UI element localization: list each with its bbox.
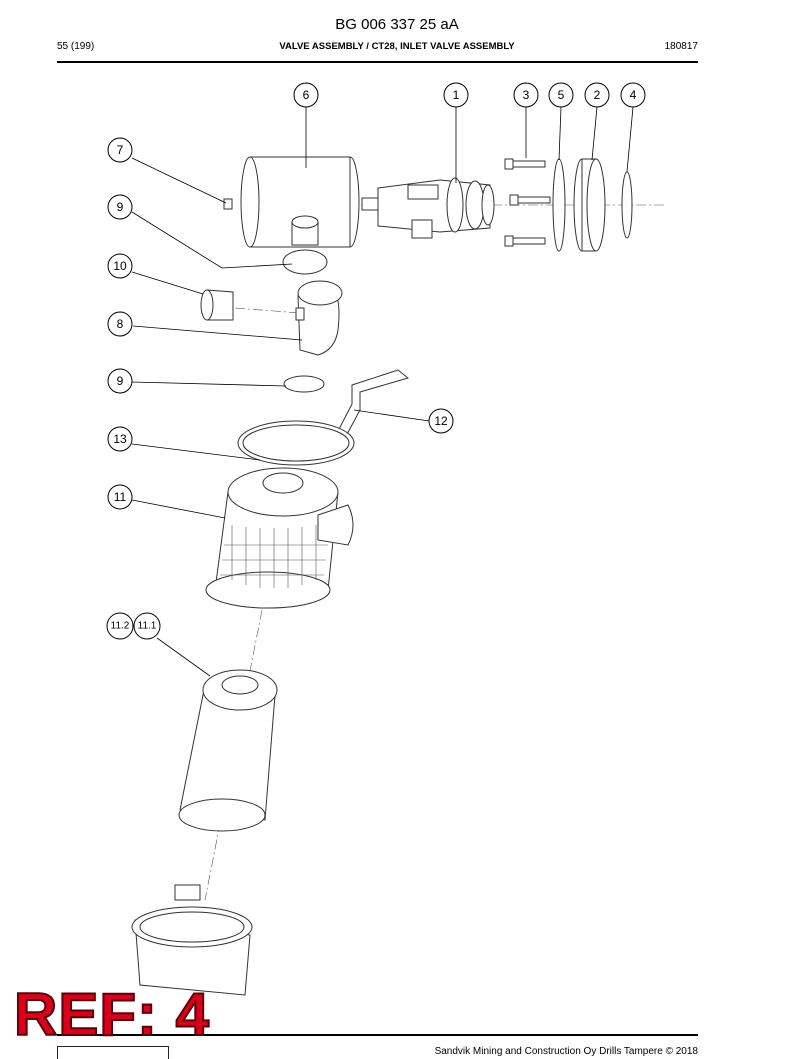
svg-text:12: 12 [434,414,448,428]
document-number: BG 006 337 25 aA [335,16,459,33]
callout-13: 13 [107,426,133,452]
leader-lines [131,106,634,677]
section-title: VALVE ASSEMBLY / CT28, INLET VALVE ASSEM… [279,41,515,52]
callout-1: 1 [443,82,469,108]
part-11-1-filter-element [178,669,278,832]
part-12-bracket [336,369,410,439]
svg-text:9: 9 [117,200,124,214]
callout-4: 4 [620,82,646,108]
part-3-bolts [504,158,551,247]
header-rule [57,61,698,63]
svg-text:11: 11 [114,490,127,504]
callout-11-1: 11.1 [133,612,161,640]
part-9-hose-clamp-lower [283,375,325,393]
svg-text:8: 8 [117,317,124,331]
svg-text:2: 2 [594,88,601,102]
hose-axis-line [234,307,301,314]
svg-text:6: 6 [303,88,310,102]
callout-7: 7 [107,137,133,163]
footer-rule [57,1034,698,1036]
callout-5: 5 [548,82,574,108]
svg-text:3: 3 [523,88,530,102]
filter-bottom-cover [131,884,253,996]
svg-text:7: 7 [117,143,124,157]
part-2-flange [573,158,606,252]
part-5-gasket [552,158,566,252]
date-code: 180817 [664,41,698,52]
ref-stamp: REF: 4 [13,981,211,1048]
part-6-housing [240,156,360,248]
callout-6: 6 [293,82,319,108]
part-7-screw [223,198,233,210]
callout-11-2: 11.2 [106,612,134,640]
svg-text:4: 4 [630,88,637,102]
callout-10: 10 [107,253,133,279]
callout-9-lower: 9 [107,368,133,394]
svg-text:9: 9 [117,374,124,388]
part-11-filter-housing [205,467,354,609]
callout-8: 8 [107,311,133,337]
callout-11: 11 [107,484,133,510]
page-number: 55 (199) [57,41,95,52]
callout-12: 12 [428,408,454,434]
svg-text:11.1: 11.1 [138,621,157,632]
svg-text:5: 5 [558,88,565,102]
part-4-o-ring [621,171,633,239]
svg-text:10: 10 [113,259,127,273]
part-8-elbow-hose [295,280,343,356]
svg-text:13: 13 [113,432,127,446]
part-1-inlet-valve [361,177,495,239]
callout-3: 3 [513,82,539,108]
svg-text:11.2: 11.2 [111,621,130,632]
callout-9-upper: 9 [107,194,133,220]
footer-copyright: Sandvik Mining and Construction Oy Drill… [434,1046,698,1057]
part-9-hose-clamp-upper [282,249,328,275]
svg-text:1: 1 [453,88,460,102]
part-10-plug [200,289,234,321]
callout-2: 2 [584,82,610,108]
